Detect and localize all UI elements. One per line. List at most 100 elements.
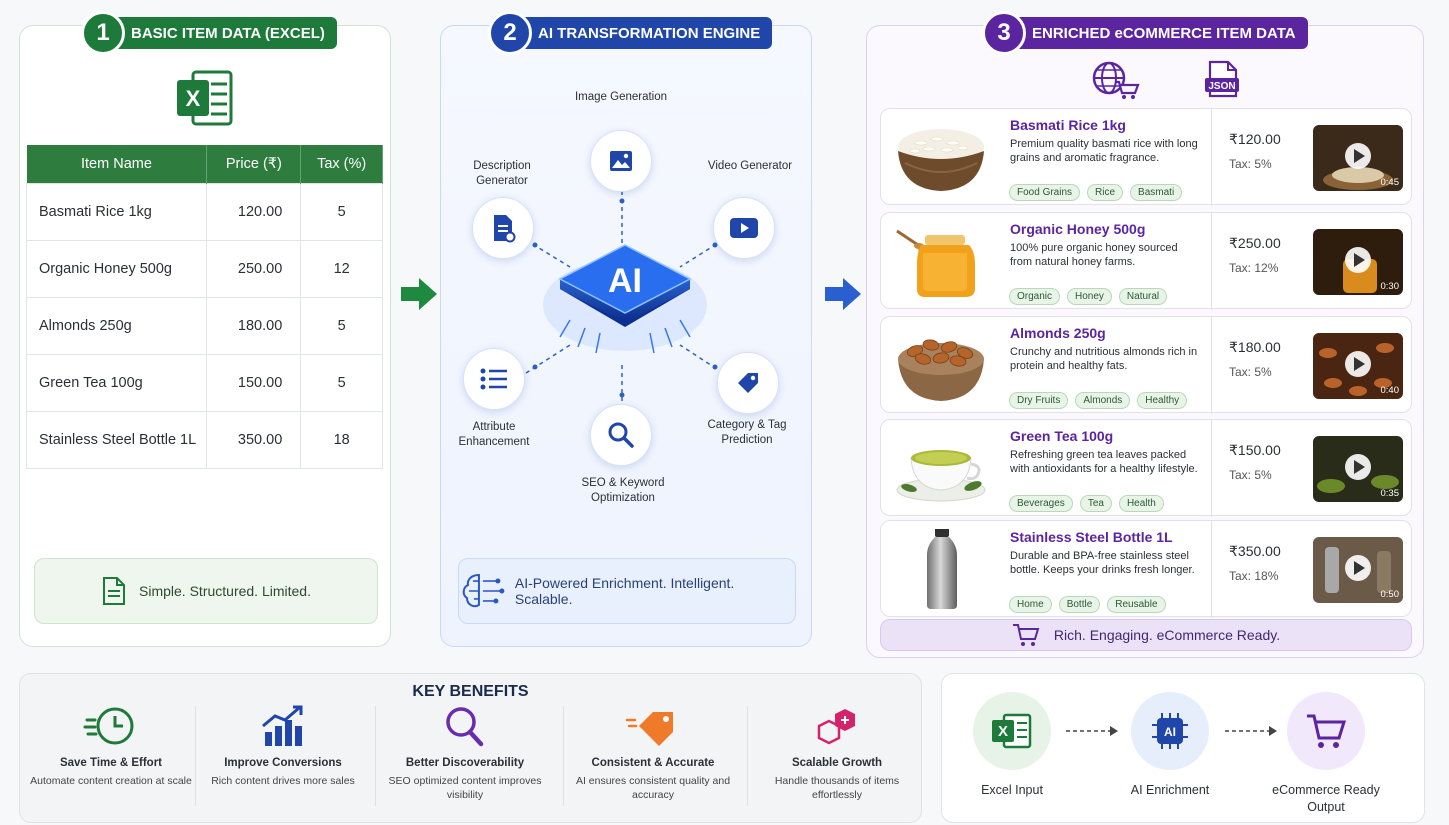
product-title: Green Tea 100g xyxy=(1010,428,1114,444)
flow-ai-chip-label: AI xyxy=(1164,725,1176,739)
tag-icon xyxy=(625,712,673,746)
product-card[interactable]: Green Tea 100g Refreshing green tea leav… xyxy=(880,419,1412,517)
image-generation-label: Image Generation xyxy=(574,91,668,103)
product-title: Stainless Steel Bottle 1L xyxy=(1010,529,1173,545)
product-description: Crunchy and nutritious almonds rich in p… xyxy=(1010,346,1198,372)
ecommerce-output-label: eCommerce Ready Output xyxy=(1272,783,1380,814)
benefit-description: Automate content creation at scale xyxy=(30,775,192,787)
product-card[interactable]: Basmati Rice 1kg Premium quality basmati… xyxy=(880,108,1412,206)
video-play-icon xyxy=(1313,333,1403,399)
category-tag-label: Category & Tag Prediction xyxy=(707,419,787,446)
section2-footer: AI-Powered Enrichment. Intelligent. Scal… xyxy=(458,558,796,624)
almonds-bowl-image xyxy=(898,339,984,401)
document-icon xyxy=(103,577,126,605)
video-play-icon xyxy=(1313,436,1403,502)
product-tag: Reusable xyxy=(1107,596,1166,613)
product-tag: Beverages xyxy=(1009,495,1073,512)
product-video-thumbnail[interactable]: 0:35 xyxy=(1313,436,1403,502)
benefit-item: Scalable Growth Handle thousands of item… xyxy=(752,704,922,802)
cell-price: 150.00 xyxy=(206,353,302,412)
table-row: Stainless Steel Bottle 1L 350.00 18 xyxy=(25,410,383,469)
description-document-icon xyxy=(494,215,516,243)
excel-icon: X xyxy=(177,70,233,126)
product-title: Basmati Rice 1kg xyxy=(1010,117,1126,133)
column-header-tax: Tax (%) xyxy=(300,145,383,183)
section1-badge: 1 BASIC ITEM DATA (EXCEL) xyxy=(81,11,337,55)
product-card[interactable]: Almonds 250g Crunchy and nutritious almo… xyxy=(880,316,1412,414)
benefit-title: Save Time & Effort xyxy=(59,757,163,769)
product-tag: Almonds xyxy=(1075,392,1131,409)
cell-name: Stainless Steel Bottle 1L xyxy=(25,410,208,469)
product-tag: Rice xyxy=(1087,184,1124,201)
cell-tax: 12 xyxy=(300,239,383,298)
svg-text:X: X xyxy=(998,723,1008,740)
product-price: ₹150.00 xyxy=(1229,442,1281,458)
magnifier-icon xyxy=(608,422,634,448)
benefit-title: Improve Conversions xyxy=(224,757,342,769)
video-duration: 0:45 xyxy=(1380,177,1400,188)
cell-price: 350.00 xyxy=(206,410,302,469)
product-video-thumbnail[interactable]: 0:40 xyxy=(1313,333,1403,399)
table-row: Basmati Rice 1kg 120.00 5 xyxy=(25,182,383,241)
seo-node xyxy=(590,404,652,466)
arrow-right-icon xyxy=(825,278,861,310)
product-price: ₹250.00 xyxy=(1229,235,1281,251)
cubes-icon xyxy=(817,709,855,745)
column-header-name: Item Name xyxy=(26,145,208,183)
table-row: Organic Honey 500g 250.00 12 xyxy=(25,239,383,298)
product-title: Organic Honey 500g xyxy=(1010,221,1146,237)
shopping-cart-icon xyxy=(1012,624,1040,646)
process-flow-panel: X Excel Input AI AI Enrichment eCommerce… xyxy=(941,673,1425,823)
column-header-price: Price (₹) xyxy=(206,145,302,183)
cell-name: Basmati Rice 1kg xyxy=(25,182,208,241)
product-tag: Honey xyxy=(1067,288,1112,305)
card-divider xyxy=(1211,521,1212,618)
benefit-description: Rich content drives more sales xyxy=(211,775,355,787)
product-card[interactable]: Stainless Steel Bottle 1L Durable and BP… xyxy=(880,520,1412,618)
item-table: Item Name Price (₹) Tax (%) Basmati Rice… xyxy=(25,145,383,469)
table-row: Green Tea 100g 150.00 5 xyxy=(25,353,383,412)
ai-enrichment-label: AI Enrichment xyxy=(1130,783,1210,797)
product-title: Almonds 250g xyxy=(1010,325,1106,341)
benefit-title: Consistent & Accurate xyxy=(591,757,715,769)
section2-title: AI TRANSFORMATION ENGINE xyxy=(538,24,761,42)
benefit-item: Save Time & Effort Automate content crea… xyxy=(26,704,196,788)
ai-chip-label: AI xyxy=(608,262,642,300)
ecommerce-output-step xyxy=(1287,692,1365,770)
json-file-icon: JSON xyxy=(1205,60,1239,98)
section1-footer-text: Simple. Structured. Limited. xyxy=(139,583,311,599)
cell-tax: 5 xyxy=(300,296,383,355)
shopping-cart-icon xyxy=(1307,714,1347,748)
benefit-item: Better Discoverability SEO optimized con… xyxy=(380,704,550,802)
product-tag: Organic xyxy=(1009,288,1061,305)
product-tag: Basmati xyxy=(1130,184,1183,201)
product-description: Premium quality basmati rice with long g… xyxy=(1010,138,1198,164)
video-play-icon xyxy=(1313,229,1403,295)
benefit-divider xyxy=(563,706,564,806)
benefit-title: Scalable Growth xyxy=(791,757,883,769)
benefit-divider xyxy=(375,706,376,806)
product-tax: Tax: 12% xyxy=(1229,261,1279,275)
globe-cart-icon xyxy=(1092,61,1140,99)
cell-name: Organic Honey 500g xyxy=(25,239,208,298)
cell-name: Almonds 250g xyxy=(25,296,208,355)
product-video-thumbnail[interactable]: 0:30 xyxy=(1313,229,1403,295)
card-divider xyxy=(1211,213,1212,310)
cell-price: 250.00 xyxy=(206,239,302,298)
product-video-thumbnail[interactable]: 0:45 xyxy=(1313,125,1403,191)
cell-tax: 5 xyxy=(300,182,383,241)
table-row: Almonds 250g 180.00 5 xyxy=(25,296,383,355)
product-tax: Tax: 18% xyxy=(1229,569,1279,583)
product-tag: Health xyxy=(1118,495,1164,512)
card-divider xyxy=(1211,420,1212,517)
product-video-thumbnail[interactable]: 0:50 xyxy=(1313,537,1403,603)
steel-bottle-image xyxy=(927,529,957,609)
product-card[interactable]: Organic Honey 500g 100% pure organic hon… xyxy=(880,212,1412,310)
ai-chip-icon: AI xyxy=(543,244,707,354)
cell-name: Green Tea 100g xyxy=(25,353,208,412)
section3-badge: 3 ENRICHED eCOMMERCE ITEM DATA xyxy=(982,11,1308,55)
benefit-item: Improve Conversions Rich content drives … xyxy=(198,704,368,788)
key-benefits-panel: KEY BENEFITS Save Time & Effort Automate… xyxy=(19,673,922,823)
section3-footer: Rich. Engaging. eCommerce Ready. xyxy=(880,619,1412,651)
benefit-title: Better Discoverability xyxy=(405,757,525,769)
